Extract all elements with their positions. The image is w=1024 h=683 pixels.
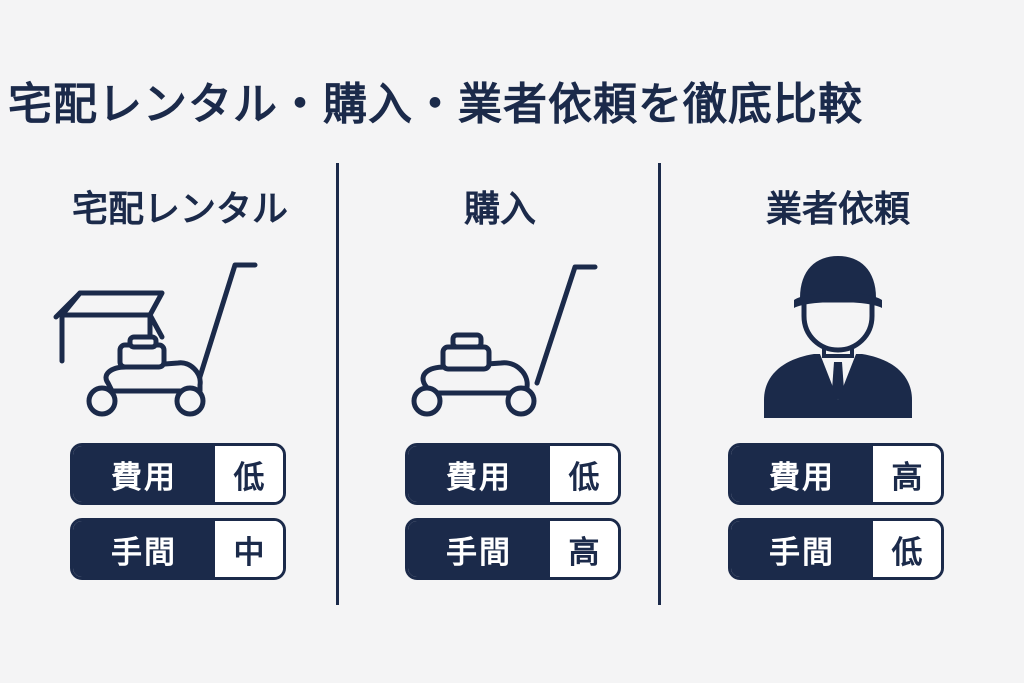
column-divider (658, 163, 661, 605)
effort-label: 手間 (408, 521, 550, 577)
effort-pill: 手間 高 (405, 518, 621, 580)
cost-value: 高 (873, 446, 941, 502)
effort-value: 低 (873, 521, 941, 577)
effort-pill: 手間 中 (70, 518, 286, 580)
cost-pill: 費用 低 (405, 443, 621, 505)
cost-value: 低 (550, 446, 618, 502)
cost-pill: 費用 高 (728, 443, 944, 505)
worker-icon (688, 250, 988, 430)
column-purchase: 購入 費用 低 手間 高 (350, 180, 650, 580)
cost-value: 低 (215, 446, 283, 502)
cost-pill: 費用 低 (70, 443, 286, 505)
column-title: 宅配レンタル (71, 189, 288, 230)
page-title: 宅配レンタル・購入・業者依頼を徹底比較 (8, 79, 863, 130)
box-lawnmower-icon (30, 255, 330, 435)
effort-label: 手間 (73, 521, 215, 577)
column-contractor: 業者依頼 費用 高 手間 低 (688, 180, 988, 580)
column-divider (336, 163, 339, 605)
effort-pill: 手間 低 (728, 518, 944, 580)
effort-value: 高 (550, 521, 618, 577)
lawnmower-icon (350, 255, 650, 435)
column-title: 購入 (463, 189, 536, 230)
effort-value: 中 (215, 521, 283, 577)
cost-label: 費用 (408, 446, 550, 502)
effort-label: 手間 (731, 521, 873, 577)
cost-label: 費用 (73, 446, 215, 502)
cost-label: 費用 (731, 446, 873, 502)
column-title: 業者依頼 (765, 189, 910, 230)
column-delivery-rental: 宅配レンタル 費用 低 手間 (30, 180, 330, 580)
